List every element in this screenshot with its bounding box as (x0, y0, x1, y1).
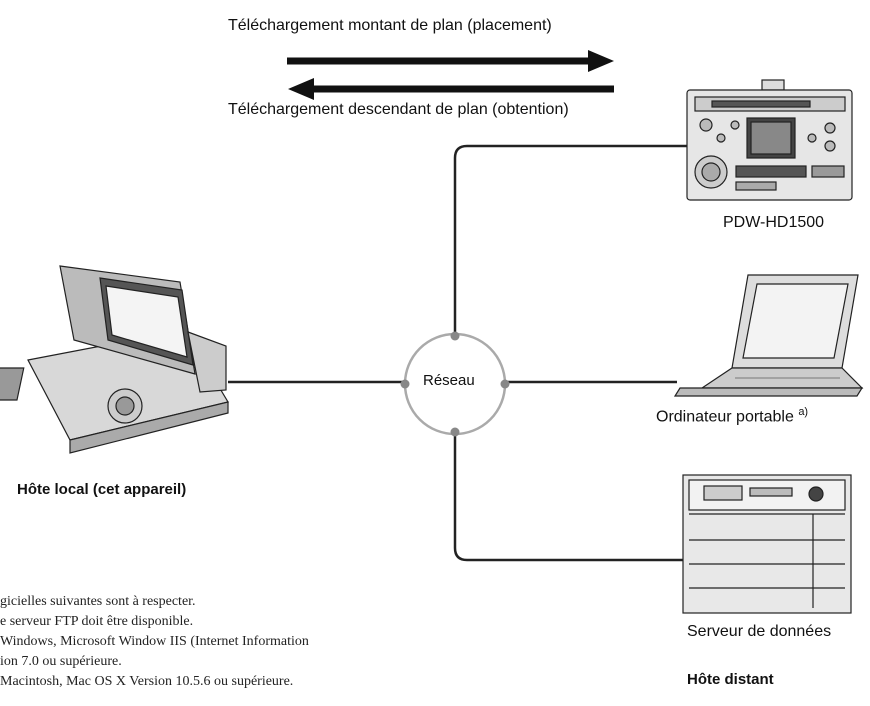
footnote-line-2: e serveur FTP doit être disponible. (0, 614, 194, 629)
ring-dot-right (500, 379, 510, 389)
server-device-icon (682, 474, 852, 614)
laptop-device-icon (673, 274, 864, 397)
pdw-label: PDW-HD1500 (723, 214, 825, 231)
ring-dot-top (450, 331, 460, 341)
network-node (400, 331, 510, 437)
ring-dot-bottom (450, 427, 460, 437)
upload-label: Téléchargement montant de plan (placemen… (228, 17, 552, 34)
line-to-server (453, 434, 683, 562)
local-host-label: Hôte local (cet appareil) (17, 481, 187, 498)
connection-lines (228, 144, 690, 562)
footnote-line-4: ion 7.0 ou supérieure. (0, 654, 122, 669)
download-arrow (288, 78, 614, 100)
network-label: Réseau (423, 372, 475, 389)
pdw-device-icon (686, 79, 853, 201)
local-host-device-icon (0, 265, 229, 454)
line-to-pdw (453, 144, 690, 336)
download-label: Téléchargement descendant de plan (obten… (228, 101, 569, 118)
remote-host-label: Hôte distant (687, 671, 774, 688)
laptop-label-text: Ordinateur portable (656, 408, 794, 426)
laptop-label: Ordinateur portable a) (656, 406, 808, 426)
footnote-line-1: gicielles suivantes sont à respecter. (0, 594, 196, 609)
upload-arrow (287, 50, 614, 72)
footnote-line-5: Macintosh, Mac OS X Version 10.5.6 ou su… (0, 674, 294, 689)
laptop-footnote-mark: a) (798, 406, 809, 418)
server-label: Serveur de données (687, 623, 832, 640)
ring-dot-left (400, 379, 410, 389)
footnote-line-3: Windows, Microsoft Window IIS (Internet … (0, 634, 309, 649)
